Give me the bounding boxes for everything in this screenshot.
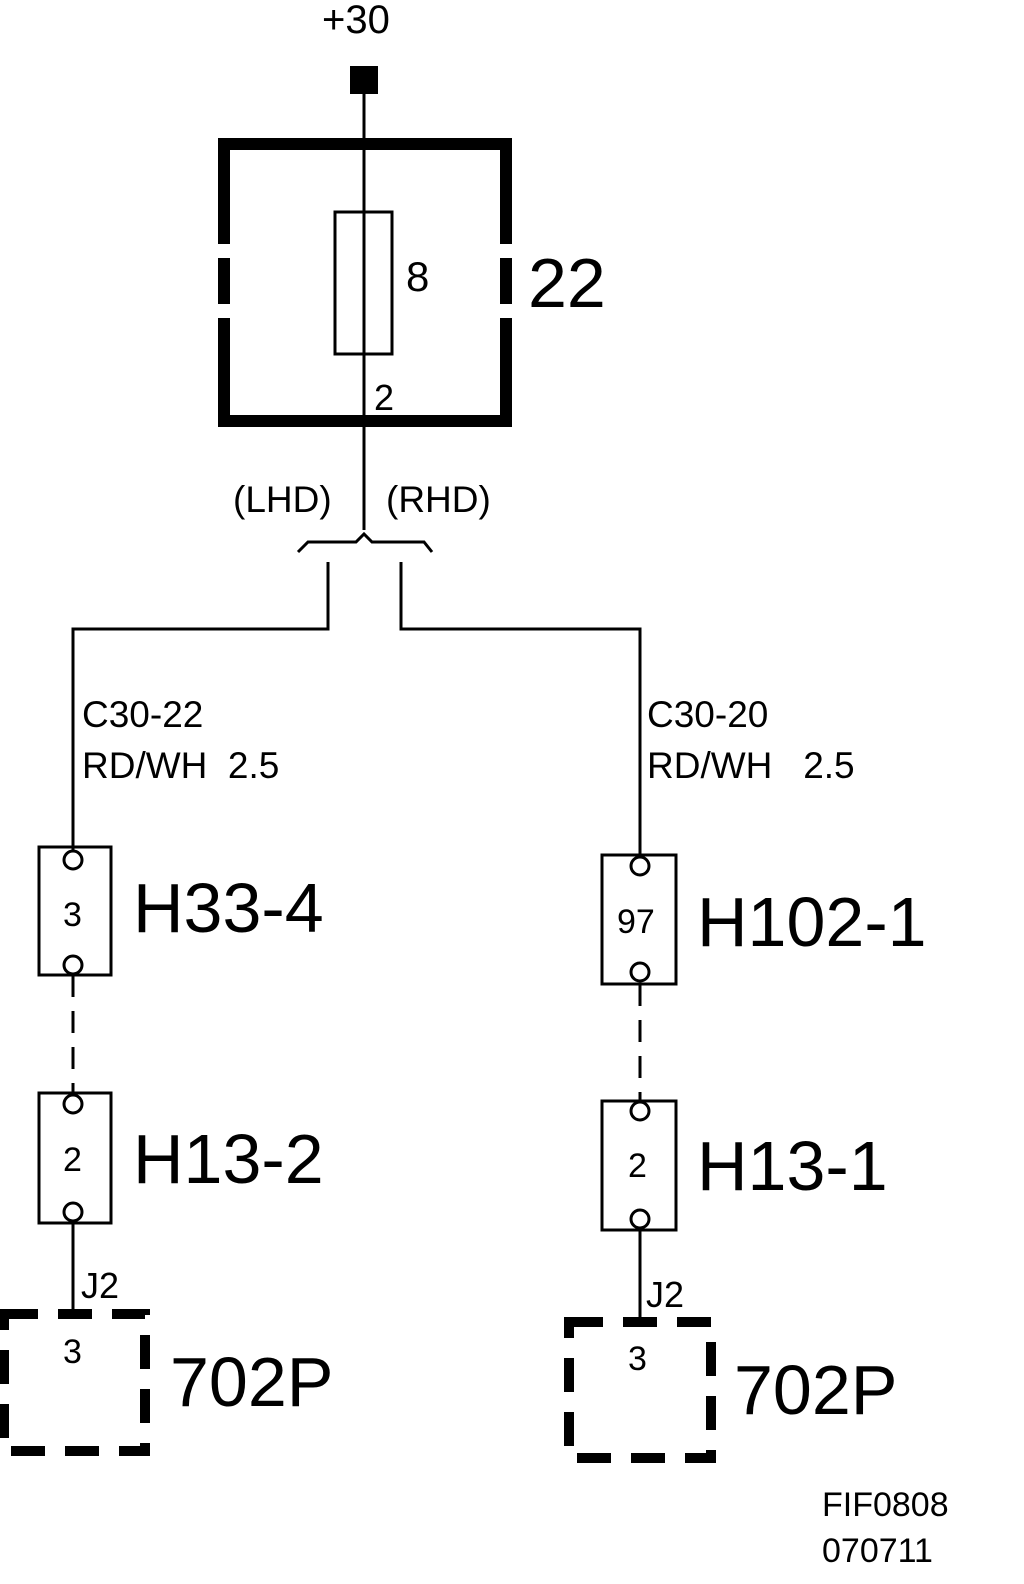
variant-rhd-label: (RHD) <box>386 479 491 520</box>
right-component-box <box>564 1317 716 1463</box>
right-connector-1-id: H102-1 <box>697 883 927 961</box>
left-wire-code: C30-22 <box>82 694 203 735</box>
left-component-id: 702P <box>170 1343 333 1421</box>
left-connector-2-id: H13-2 <box>133 1120 324 1198</box>
supply-label: +30 <box>322 0 390 42</box>
right-component-pin: 3 <box>628 1340 647 1378</box>
left-connector-2-pin: 2 <box>63 1141 82 1179</box>
fuse-symbol <box>333 210 394 356</box>
right-component-id: 702P <box>734 1351 897 1429</box>
left-connector-1-id: H33-4 <box>133 869 324 947</box>
fuse-number: 8 <box>406 253 429 300</box>
right-wire-spec: RD/WH 2.5 <box>647 745 855 786</box>
left-component-box <box>0 1309 150 1456</box>
left-connector-1 <box>37 845 113 977</box>
right-connector-2-id: H13-1 <box>697 1127 888 1205</box>
left-component-pin: 3 <box>63 1333 82 1371</box>
right-connector-2-pin: 2 <box>628 1147 647 1185</box>
variant-brace <box>296 531 434 554</box>
fuse-output-pin: 2 <box>374 377 394 418</box>
left-branch-wire <box>71 562 330 850</box>
fuse-box <box>218 138 512 427</box>
figure-ref-code: FIF0808 <box>822 1486 949 1524</box>
left-terminal-label: J2 <box>81 1265 119 1306</box>
right-terminal-label: J2 <box>646 1274 684 1315</box>
right-wire-code: C30-20 <box>647 694 768 735</box>
right-connector-1-pin: 97 <box>617 903 655 941</box>
figure-ref-date: 070711 <box>822 1532 933 1570</box>
supply-terminal <box>350 66 378 94</box>
variant-lhd-label: (LHD) <box>233 479 332 520</box>
right-branch-wire <box>399 562 642 857</box>
left-connector-1-pin: 3 <box>63 896 82 934</box>
fuse-box-id: 22 <box>528 244 606 322</box>
left-wire-spec: RD/WH 2.5 <box>82 745 279 786</box>
